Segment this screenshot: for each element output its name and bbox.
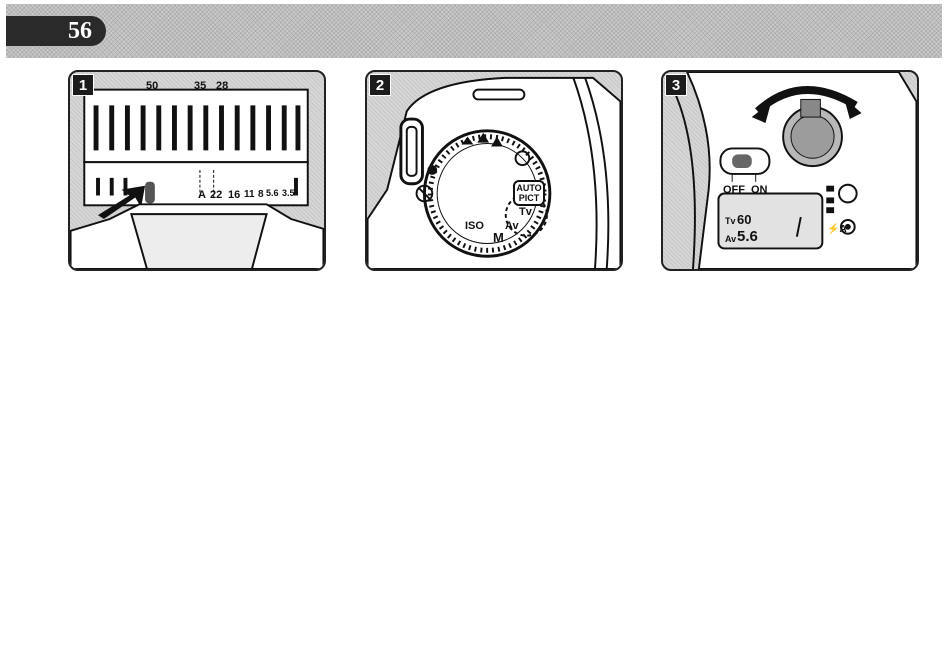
dial-auto-pict: AUTO PICT (513, 180, 545, 206)
aperture-a-mark: A (198, 189, 206, 201)
figure-step-1: 1 50 35 28 A 22 16 11 8 5.6 3.5 (68, 70, 326, 271)
dial-pict-label: PICT (518, 193, 540, 203)
figure-step-2: 2 AUTO PICT Tv Av ISO M (365, 70, 623, 271)
dial-av: Av (505, 220, 519, 232)
flash-mode-label: ⚡A (827, 224, 847, 235)
dial-iso: ISO (465, 220, 484, 232)
dial-m: M (493, 230, 504, 245)
header-bar (6, 4, 942, 58)
lcd-av-value: 5.6 (737, 228, 758, 245)
aperture-16: 16 (228, 189, 241, 201)
switch-on-label: ON (751, 184, 768, 196)
page-number: 56 (6, 16, 106, 46)
aperture-11: 11 (244, 189, 255, 200)
focal-mark-50: 50 (146, 80, 159, 92)
step-number-2: 2 (369, 74, 391, 96)
dial-tv: Tv (519, 206, 532, 218)
aperture-22: 22 (210, 189, 223, 201)
focal-mark-28: 28 (216, 80, 229, 92)
lcd-tv-label: Tv (725, 216, 736, 226)
lens-illustration (70, 88, 324, 269)
step-number-3: 3 (665, 74, 687, 96)
lcd-av-label: Av (725, 234, 737, 244)
step-number-1: 1 (72, 74, 94, 96)
lcd-tv-value: 60 (737, 212, 752, 227)
switch-off-label: OFF (723, 184, 745, 196)
focal-mark-35: 35 (194, 80, 207, 92)
dial-auto-label: AUTO (516, 183, 542, 193)
aperture-5-6: 5.6 (266, 188, 279, 198)
power-switch-illustration (663, 72, 917, 269)
aperture-8: 8 (258, 189, 264, 200)
aperture-3-5: 3.5 (282, 188, 295, 198)
figure-step-3: 3 OFF ON Tv 60 Av 5.6 ⚡A (661, 70, 919, 271)
